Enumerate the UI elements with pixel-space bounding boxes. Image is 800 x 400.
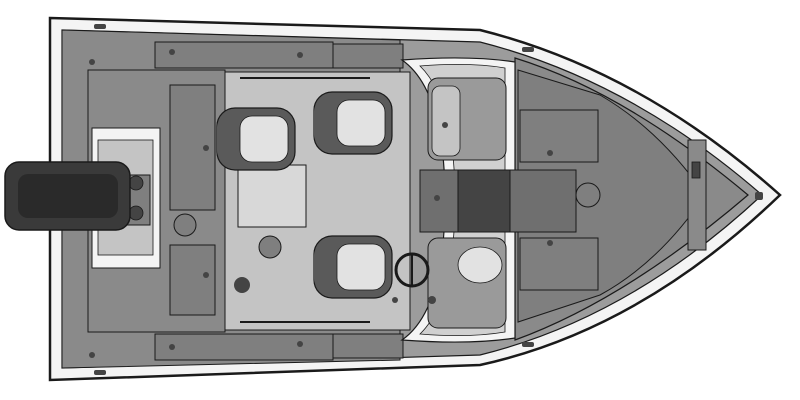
drain-plug (234, 277, 250, 293)
cockpit-floor-hatch (237, 164, 307, 228)
deck-fasteners (89, 49, 553, 358)
helm-dash-pod (457, 246, 503, 284)
helm-seat (313, 235, 393, 299)
bow-storage-bottom (519, 237, 599, 291)
bow-cleat (691, 161, 701, 179)
cleats (94, 24, 763, 375)
walkthrough-door-right (509, 169, 577, 233)
outboard-motor-top (18, 174, 118, 218)
bow-hatch (687, 139, 707, 251)
port-side-panel-top (154, 41, 334, 69)
throttle-control (428, 296, 436, 304)
motor-bolt-top (128, 175, 144, 191)
bow-storage-top (519, 109, 599, 163)
walkthrough-door-center (457, 169, 511, 233)
aft-storage-bottom (169, 244, 216, 316)
starboard-side-panel-bottom-2 (332, 333, 404, 359)
starboard-side-panel-bottom (154, 333, 334, 361)
bow-pedestal-base (575, 182, 601, 208)
walkthrough-door-left (419, 169, 459, 233)
motor-bolt-bottom (128, 205, 144, 221)
port-side-panel-top-2 (332, 43, 404, 69)
port-console-glovebox (431, 85, 461, 157)
seat-pedestal-base (173, 213, 197, 237)
helm-seat-rear (216, 107, 296, 171)
passenger-seat-front (313, 91, 393, 155)
seat-pedestal-base-2 (258, 235, 282, 259)
